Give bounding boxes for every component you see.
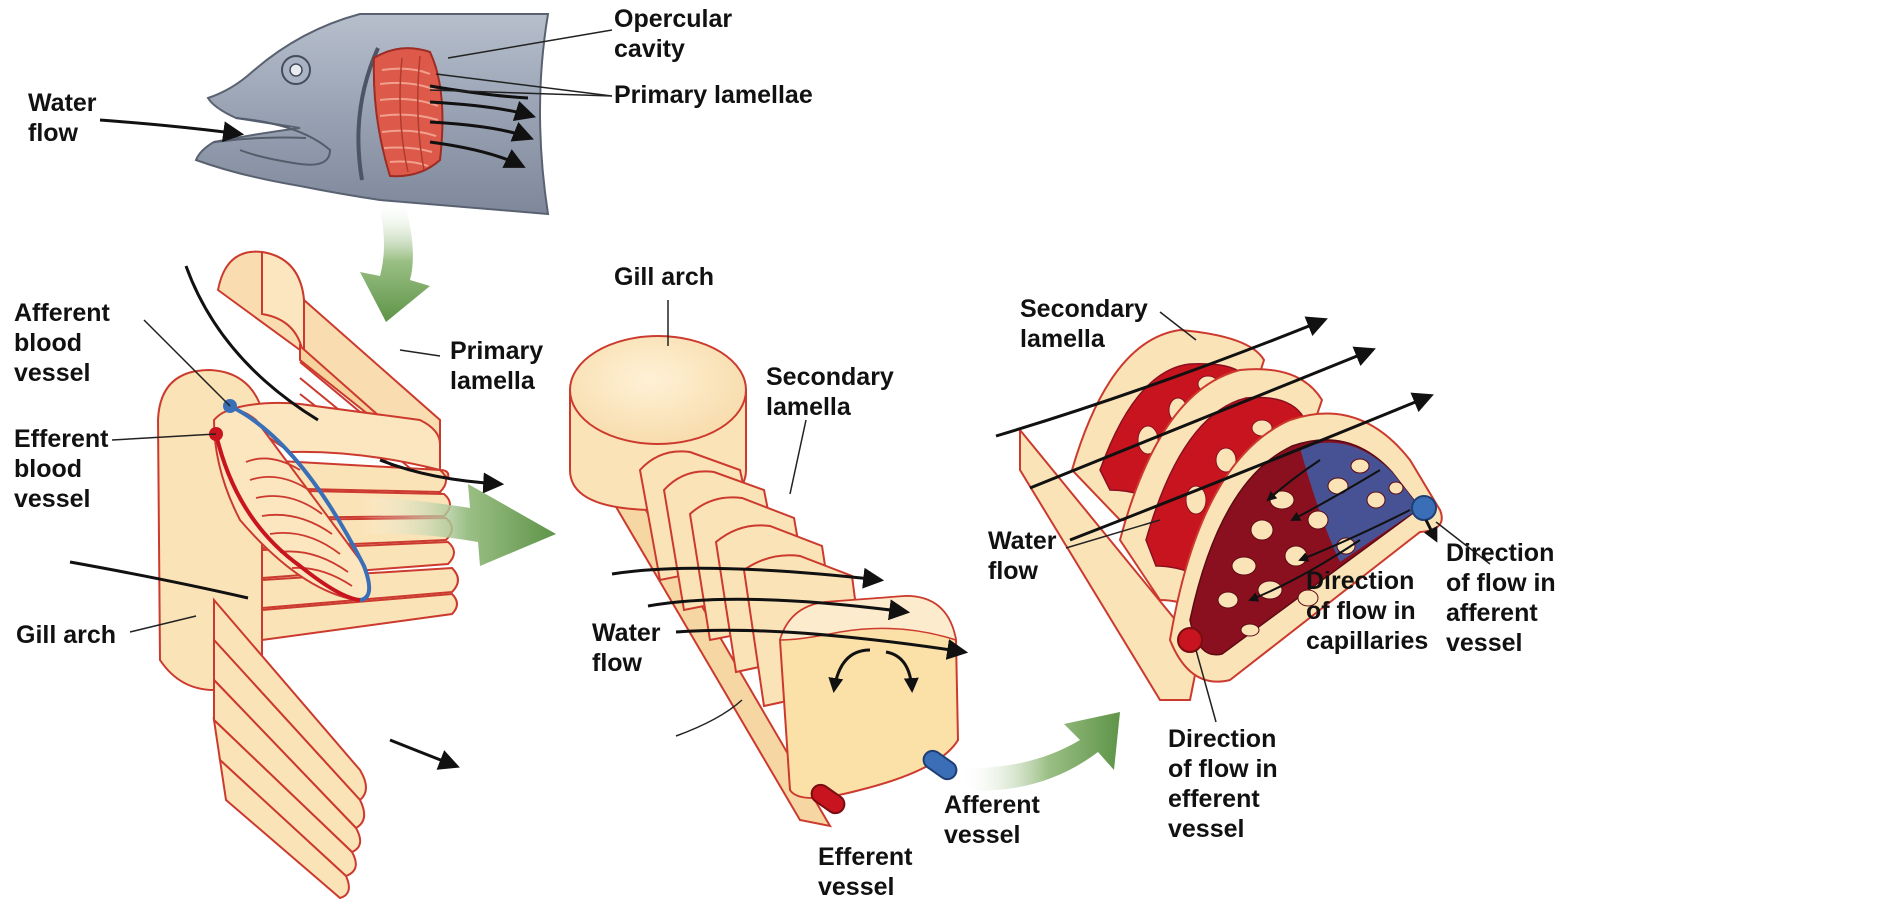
secondary-lamella-mid-leader bbox=[790, 420, 806, 494]
left-flow-arrow-low-out bbox=[390, 740, 456, 766]
transition-arrow-3 bbox=[960, 712, 1120, 791]
label-opercular-cavity: Opercular cavity bbox=[614, 4, 732, 64]
primary-lamella-leader bbox=[400, 350, 440, 356]
label-gill-arch-mid: Gill arch bbox=[614, 262, 714, 292]
gill-tissue bbox=[374, 48, 443, 176]
label-afferent-vessel: Afferent vessel bbox=[944, 790, 1040, 850]
fish-head bbox=[196, 14, 548, 214]
label-water-flow-head: Water flow bbox=[28, 88, 97, 148]
label-direction-afferent: Direction of flow in afferent vessel bbox=[1446, 538, 1556, 658]
label-primary-lamellae: Primary lamellae bbox=[614, 80, 813, 110]
label-afferent-blood-vessel: Afferent blood vessel bbox=[14, 298, 110, 388]
right-afferent-vessel-end bbox=[1412, 496, 1436, 520]
label-direction-efferent: Direction of flow in efferent vessel bbox=[1168, 724, 1278, 844]
label-efferent-vessel: Efferent vessel bbox=[818, 842, 912, 902]
label-secondary-lamella-right: Secondary lamella bbox=[1020, 294, 1148, 354]
label-secondary-lamella-mid: Secondary lamella bbox=[766, 362, 894, 422]
right-illustration bbox=[996, 312, 1490, 722]
fish-head-illustration bbox=[196, 14, 548, 214]
label-efferent-blood-vessel: Efferent blood vessel bbox=[14, 424, 108, 514]
fish-eye bbox=[282, 56, 310, 84]
label-direction-capillaries: Direction of flow in capillaries bbox=[1306, 566, 1428, 656]
water-in-arrow bbox=[100, 120, 240, 134]
gill-arch-left-illustration bbox=[70, 252, 500, 898]
label-gill-arch-left: Gill arch bbox=[16, 620, 116, 650]
label-water-flow-mid: Water flow bbox=[592, 618, 661, 678]
label-water-flow-right: Water flow bbox=[988, 526, 1057, 586]
transition-arrow-1 bbox=[360, 200, 430, 322]
label-primary-lamella: Primary lamella bbox=[450, 336, 543, 396]
left-lower-plates bbox=[214, 600, 366, 898]
right-efferent-vessel-end bbox=[1178, 628, 1202, 652]
